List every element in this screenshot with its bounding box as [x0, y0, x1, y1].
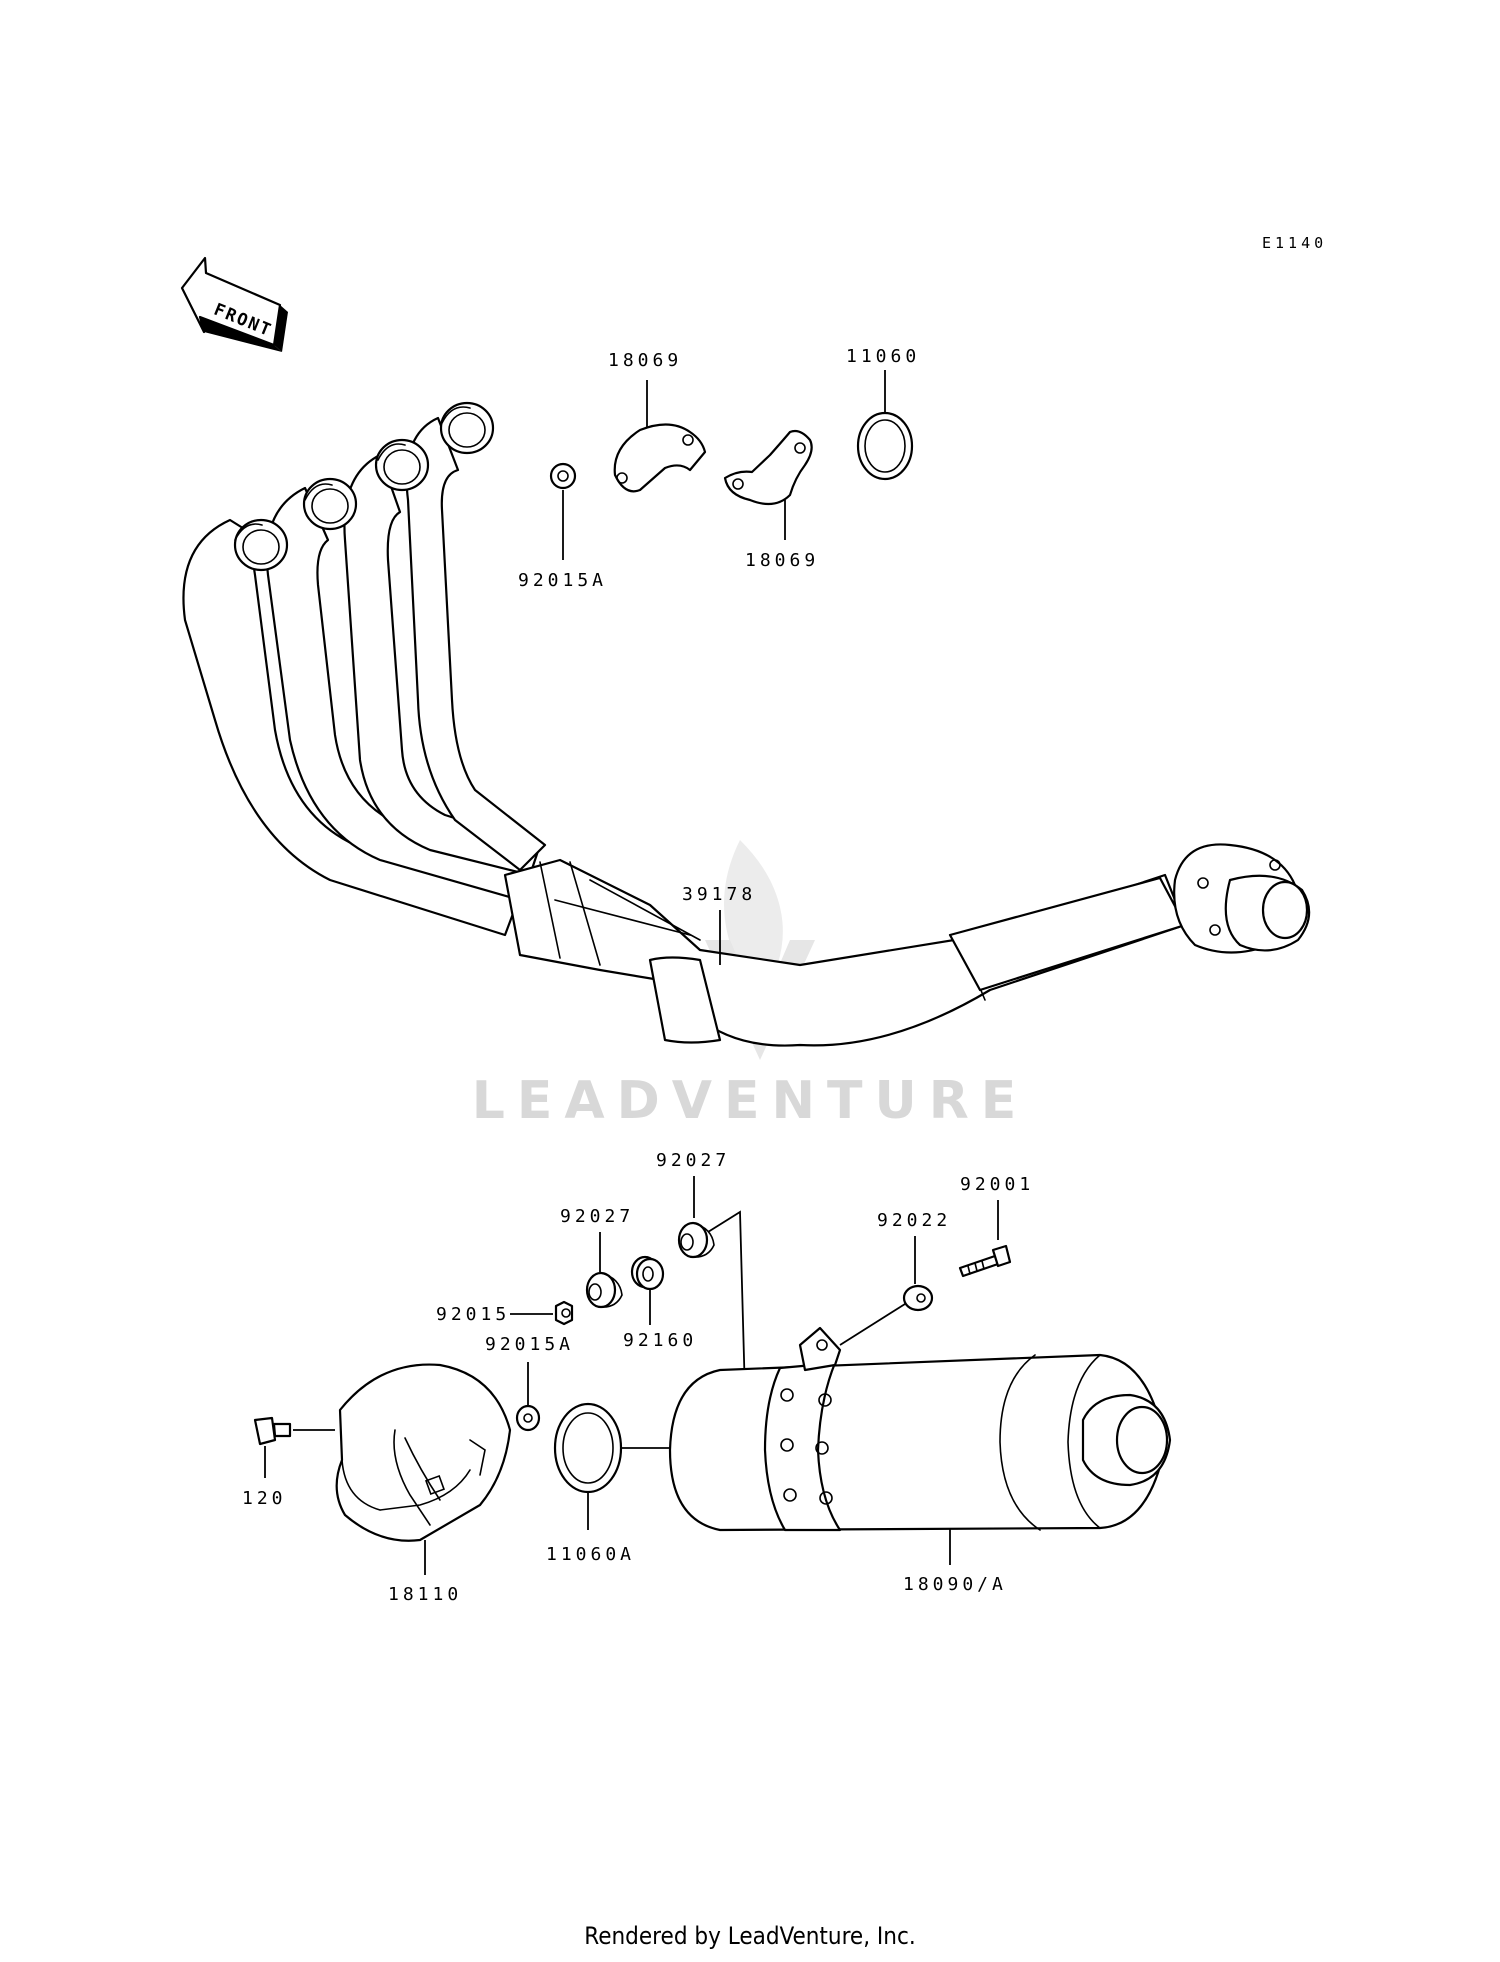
label-92027-right: 92027: [656, 1150, 730, 1171]
holder-18069-top: [613, 423, 707, 493]
gasket-11060a: [553, 1402, 623, 1494]
bolt-92001: [958, 1244, 1012, 1278]
nut-92015a-bottom: [515, 1404, 541, 1432]
label-11060: 11060: [846, 346, 920, 367]
label-18110: 18110: [388, 1584, 462, 1605]
label-92015: 92015: [436, 1304, 510, 1325]
exhaust-header-pipes: [182, 401, 1311, 1047]
diagram-code: E1140: [1262, 234, 1327, 252]
label-92001: 92001: [960, 1174, 1034, 1195]
muffler-18090a: [668, 1326, 1172, 1532]
front-arrow-icon: FRONT: [180, 256, 288, 352]
washer-92022: [902, 1284, 934, 1312]
label-92027-left: 92027: [560, 1206, 634, 1227]
bolt-120: [253, 1416, 292, 1446]
label-18090a: 18090/A: [903, 1574, 1007, 1595]
label-18069-top: 18069: [608, 350, 682, 371]
muffler-cover-18110: [335, 1363, 512, 1542]
label-92160: 92160: [623, 1330, 697, 1351]
label-120: 120: [242, 1488, 287, 1509]
label-92015a-top: 92015A: [518, 570, 607, 591]
leader-92022-to-muffler: [839, 1303, 906, 1346]
leader-92027-to-muffler: [707, 1210, 762, 1396]
grommet-92027-left: [585, 1271, 623, 1309]
label-11060a: 11060A: [546, 1544, 635, 1565]
label-39178: 39178: [682, 884, 756, 905]
label-92015a-bottom: 92015A: [485, 1334, 574, 1355]
nut-92015: [554, 1300, 574, 1326]
gasket-11060: [856, 411, 914, 481]
nut-92015a-top: [549, 462, 577, 490]
grommet-92027-right: [677, 1221, 715, 1259]
collar-92160: [630, 1255, 665, 1291]
label-92022: 92022: [877, 1210, 951, 1231]
watermark-text: LEADVENTURE: [472, 1071, 1029, 1131]
holder-18069-bottom: [723, 429, 813, 506]
label-18069-bottom: 18069: [745, 550, 819, 571]
footer-credit: Rendered by LeadVenture, Inc.: [584, 1922, 916, 1950]
